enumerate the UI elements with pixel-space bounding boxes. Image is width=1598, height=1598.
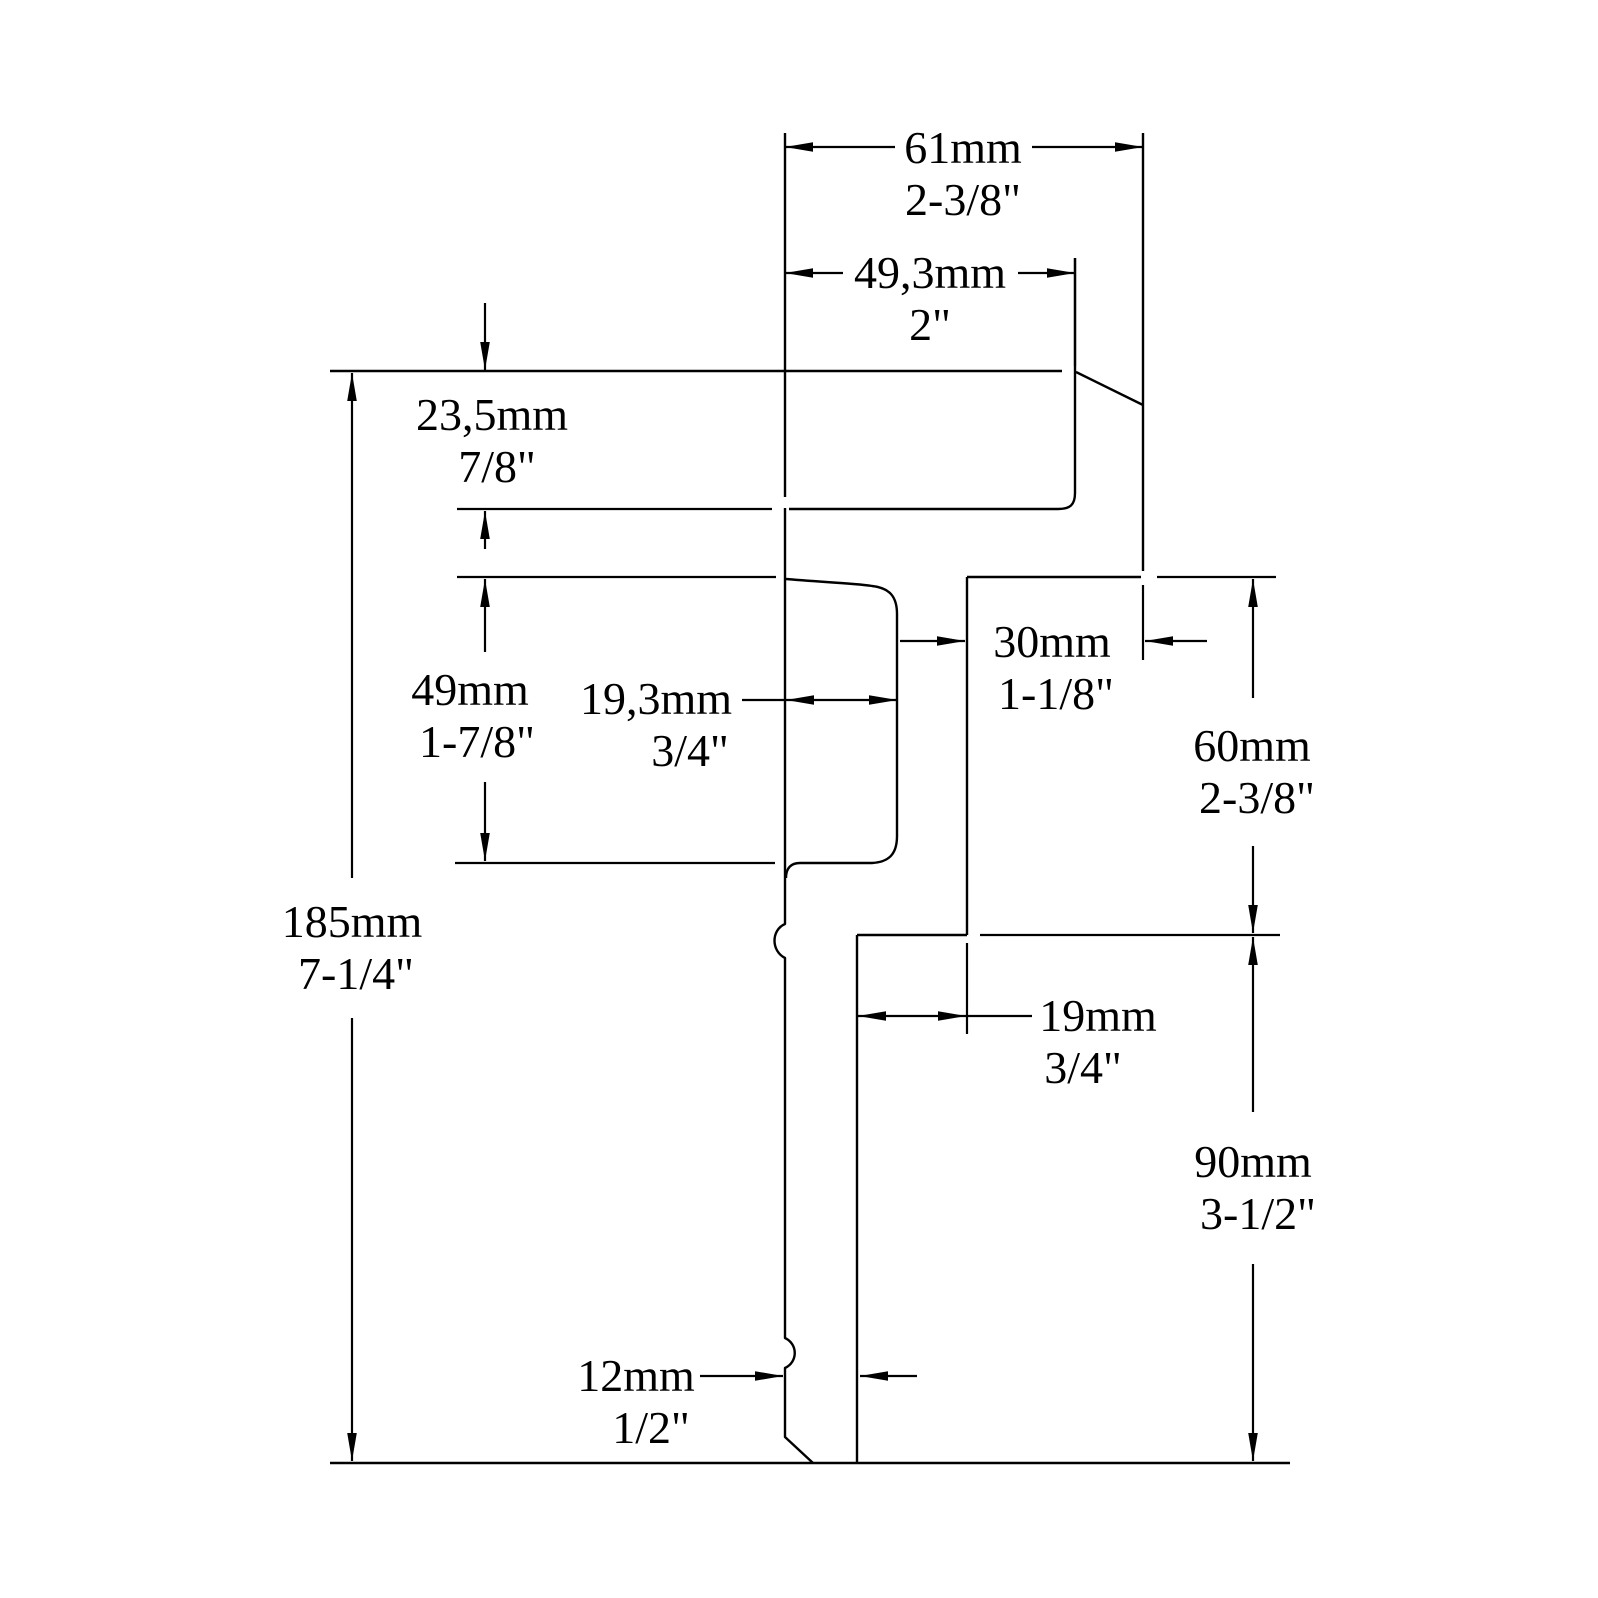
dim-60-mm-label: 60mm xyxy=(1193,720,1311,771)
dim-upper-section-height: 49mm 1-7/8" xyxy=(411,579,535,861)
dim-193-mm-label: 19,3mm xyxy=(580,673,732,724)
dim-49-in-label: 1-7/8" xyxy=(419,716,535,767)
dim-19-in-label: 3/4" xyxy=(1044,1042,1122,1093)
dim-step-width: 19mm 3/4" xyxy=(858,990,1157,1093)
dim-12-mm-label: 12mm xyxy=(577,1350,695,1401)
dim-49-mm-label: 49mm xyxy=(411,664,529,715)
dim-lower-section-height: 90mm 3-1/2" xyxy=(1194,937,1316,1461)
dim-235-mm-label: 23,5mm xyxy=(416,389,568,440)
dim-185-mm-label: 185mm xyxy=(282,896,423,947)
profile-outline xyxy=(330,133,1290,1465)
dim-61-in-label: 2-3/8" xyxy=(905,174,1021,225)
profile-leg-outline xyxy=(784,577,899,879)
dim-12-in-label: 1/2" xyxy=(612,1402,690,1453)
dim-493-mm-label: 49,3mm xyxy=(854,247,1006,298)
dim-top-overall-width: 61mm 2-3/8" xyxy=(785,122,1143,225)
dim-90-mm-label: 90mm xyxy=(1194,1136,1312,1187)
dim-61-mm-label: 61mm xyxy=(904,122,1022,173)
profile-overhang-underside xyxy=(789,258,1077,511)
dim-leg-thickness: 19,3mm 3/4" xyxy=(580,673,897,776)
dim-channel-width: 30mm 1-1/8" xyxy=(900,616,1207,719)
dim-stem-thickness: 12mm 1/2" xyxy=(577,1350,917,1453)
dim-235-in-label: 7/8" xyxy=(458,441,536,492)
dim-head-thickness: 23,5mm 7/8" xyxy=(416,303,568,549)
profile-left-stem-edge xyxy=(773,508,814,1464)
dim-193-in-label: 3/4" xyxy=(651,725,729,776)
dim-185-in-label: 7-1/4" xyxy=(298,948,414,999)
dim-top-face-width: 49,3mm 2" xyxy=(785,247,1075,350)
dim-493-in-label: 2" xyxy=(909,299,951,350)
dim-middle-section-height: 60mm 2-3/8" xyxy=(1193,579,1315,933)
extension-lines xyxy=(455,258,1280,1034)
dim-60-in-label: 2-3/8" xyxy=(1199,772,1315,823)
dim-30-mm-label: 30mm xyxy=(993,616,1111,667)
dim-30-in-label: 1-1/8" xyxy=(998,668,1114,719)
dim-90-in-label: 3-1/2" xyxy=(1200,1188,1316,1239)
dim-overall-height: 185mm 7-1/4" xyxy=(282,373,423,1461)
profile-top-chamfer-line xyxy=(1075,370,1144,407)
dim-19-mm-label: 19mm xyxy=(1039,990,1157,1041)
